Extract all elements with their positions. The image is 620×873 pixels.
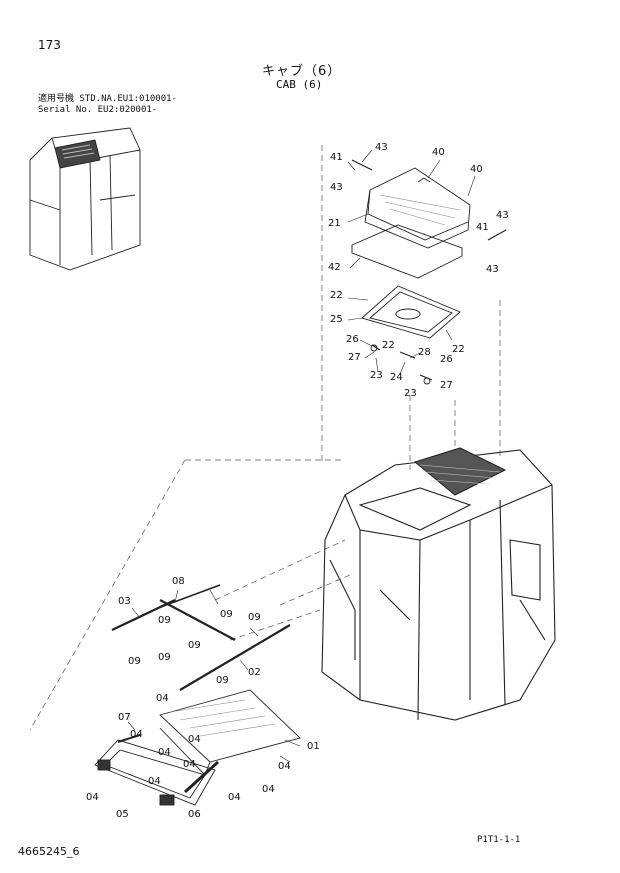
callout-28: 28 bbox=[418, 347, 431, 358]
page-number: 173 bbox=[38, 38, 61, 52]
callout-06: 06 bbox=[188, 809, 201, 820]
callout-41-a: 41 bbox=[330, 152, 343, 163]
serial-line-1: 適用号機 STD.NA.EU1:010001- bbox=[38, 94, 177, 104]
callout-04-h: 04 bbox=[228, 792, 241, 803]
callout-04-b: 04 bbox=[130, 729, 143, 740]
hatch-frame-25 bbox=[361, 285, 461, 339]
callout-09-d: 09 bbox=[188, 640, 201, 651]
callout-22-b: 22 bbox=[452, 344, 465, 355]
callout-40-a: 40 bbox=[432, 147, 445, 158]
title-english: CAB (6) bbox=[276, 78, 323, 91]
callout-43-b: 43 bbox=[496, 210, 509, 221]
callout-04-c: 04 bbox=[188, 734, 201, 745]
callout-08: 08 bbox=[172, 576, 185, 587]
callout-09-g: 09 bbox=[158, 652, 171, 663]
callout-07: 07 bbox=[118, 712, 131, 723]
callout-43-c: 43 bbox=[330, 182, 343, 193]
callout-22-a: 22 bbox=[330, 290, 343, 301]
hatch-seal-42 bbox=[351, 224, 463, 279]
callout-02: 02 bbox=[248, 667, 261, 678]
callout-25: 25 bbox=[330, 314, 343, 325]
callout-24: 24 bbox=[390, 372, 403, 383]
callout-04-g: 04 bbox=[183, 759, 196, 770]
main-cab-illustration bbox=[321, 447, 556, 721]
callout-09-c: 09 bbox=[248, 612, 261, 623]
callout-22-c: 22 bbox=[382, 340, 395, 351]
callout-04-i: 04 bbox=[262, 784, 275, 795]
callout-09-b: 09 bbox=[158, 615, 171, 626]
callout-27-a: 27 bbox=[348, 352, 361, 363]
callout-27-b: 27 bbox=[440, 380, 453, 391]
callout-40-b: 40 bbox=[470, 164, 483, 175]
strip-06 bbox=[183, 760, 220, 794]
callout-09-a: 09 bbox=[220, 609, 233, 620]
callout-43-a: 43 bbox=[375, 142, 388, 153]
callout-04-a: 04 bbox=[156, 693, 169, 704]
callout-21: 21 bbox=[328, 218, 341, 229]
callout-04-f: 04 bbox=[148, 776, 161, 787]
strip-08 bbox=[159, 599, 236, 641]
title-japanese: キャブ（6） bbox=[262, 64, 342, 79]
callout-03: 03 bbox=[118, 596, 131, 607]
callout-23-a: 23 bbox=[370, 370, 383, 381]
serial-number-block: 適用号機 STD.NA.EU1:010001- Serial No. EU2:0… bbox=[38, 94, 177, 116]
strip-07 bbox=[117, 734, 141, 743]
callout-26-b: 26 bbox=[440, 354, 453, 365]
callout-04-d: 04 bbox=[158, 747, 171, 758]
callout-04-e: 04 bbox=[278, 761, 291, 772]
callout-09-e: 09 bbox=[128, 656, 141, 667]
callout-41-b: 41 bbox=[476, 222, 489, 233]
callout-09-f: 09 bbox=[216, 675, 229, 686]
callout-01: 01 bbox=[307, 741, 320, 752]
callout-04-j: 04 bbox=[86, 792, 99, 803]
page-code: P1T1-1-1 bbox=[477, 835, 521, 845]
callout-23-b: 23 bbox=[404, 388, 417, 399]
callout-05: 05 bbox=[116, 809, 129, 820]
serial-line-2: Serial No. EU2:020001- bbox=[38, 105, 158, 115]
thumbnail-cab-illustration bbox=[29, 127, 141, 271]
hatch-cover-21 bbox=[364, 167, 471, 249]
strip-02 bbox=[179, 624, 291, 691]
callout-42: 42 bbox=[328, 262, 341, 273]
document-id: 4665245_6 bbox=[18, 845, 80, 858]
callout-43-d: 43 bbox=[486, 264, 499, 275]
callout-26-a: 26 bbox=[346, 334, 359, 345]
